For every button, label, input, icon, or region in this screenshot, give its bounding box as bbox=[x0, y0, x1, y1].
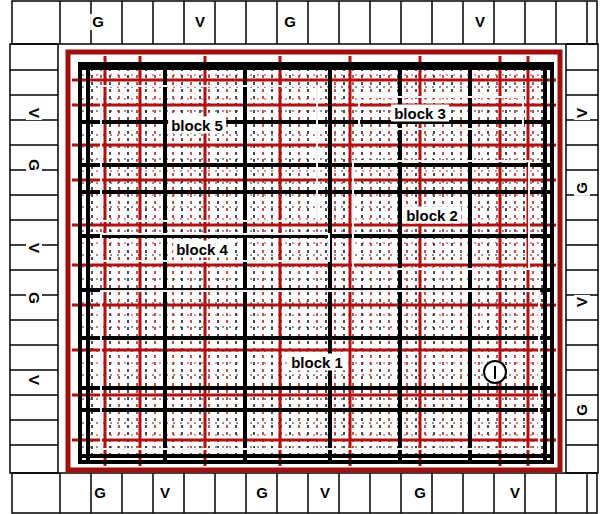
pad-label: G bbox=[26, 157, 42, 173]
block-region: block 3 bbox=[358, 96, 524, 130]
pad-label: V bbox=[574, 106, 590, 120]
pad-label: G bbox=[574, 180, 590, 196]
chip-core bbox=[68, 52, 560, 470]
pad-label: V bbox=[318, 485, 332, 501]
pad-label: V bbox=[508, 485, 522, 501]
pad-label: V bbox=[158, 485, 172, 501]
pad-label: V bbox=[26, 106, 42, 120]
pad-label: G bbox=[574, 402, 590, 418]
pad-label: G bbox=[92, 485, 108, 501]
block-label: block 5 bbox=[168, 117, 226, 134]
block-region: block 5 bbox=[100, 85, 318, 222]
block-region: block 2 bbox=[352, 160, 530, 270]
block-label: block 3 bbox=[391, 105, 449, 122]
pad-label: V bbox=[26, 241, 42, 255]
pad-label: G bbox=[412, 485, 428, 501]
pad-label: V bbox=[473, 14, 487, 30]
via-marker bbox=[484, 361, 506, 383]
pad-label: V bbox=[574, 295, 590, 309]
pad-label: V bbox=[26, 373, 42, 387]
block-label: block 1 bbox=[288, 354, 346, 371]
block-label: block 2 bbox=[403, 207, 461, 224]
pad-label: G bbox=[90, 14, 106, 30]
block-label: block 4 bbox=[173, 241, 231, 258]
block-region: block 4 bbox=[100, 233, 330, 262]
pad-label: G bbox=[282, 14, 298, 30]
pad-label: G bbox=[254, 485, 270, 501]
pad-ring bbox=[10, 1, 598, 513]
block-region: block 1 bbox=[100, 290, 540, 450]
pad-label: G bbox=[26, 290, 42, 306]
pad-label: V bbox=[193, 14, 207, 30]
